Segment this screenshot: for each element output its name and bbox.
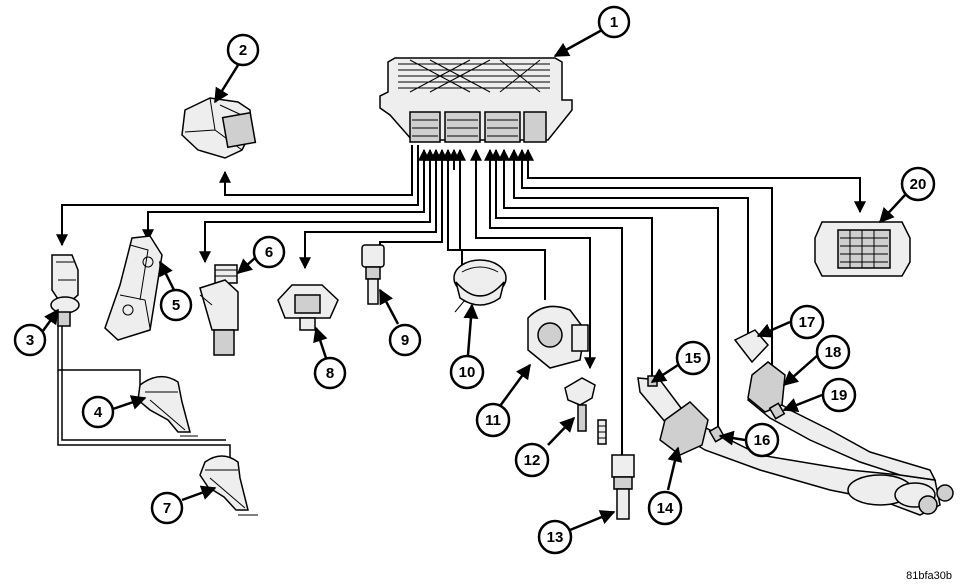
callout-20: 20 [900,166,936,202]
callout-19: 19 [821,377,857,413]
component-3 [50,254,80,327]
callout-18: 18 [815,334,851,370]
component-2 [181,97,257,159]
component-4 [137,376,198,437]
callout-3: 3 [13,323,47,357]
callout-label: 14 [657,500,674,517]
callout-5: 5 [159,288,193,322]
callout-6: 6 [252,235,286,269]
callout-17: 17 [789,304,825,340]
callout-11: 11 [475,402,511,438]
callout-12: 12 [514,442,550,478]
component-13 [611,454,635,520]
callout-label: 13 [547,529,564,546]
component-6 [199,264,239,356]
callout-13: 13 [537,519,573,555]
callout-leaders [38,28,906,532]
callout-14: 14 [647,490,683,526]
callout-4: 4 [81,395,115,429]
callout-label: 8 [326,365,334,382]
callout-label: 15 [685,350,702,367]
callout-15: 15 [675,340,711,376]
callout-9: 9 [388,323,422,357]
callout-label: 19 [831,387,848,404]
callout-label: 7 [163,500,171,517]
control-module [379,57,573,143]
component-9 [361,244,385,305]
callout-16: 16 [744,422,780,458]
callout-label: 2 [239,42,247,59]
component-5 [104,235,163,341]
component-8 [277,284,339,331]
callout-label: 18 [825,344,842,361]
callout-label: 17 [799,314,816,331]
figure-code: 81bfa30b [906,570,952,582]
callout-label: 9 [401,332,409,349]
callout-label: 10 [459,364,476,381]
callout-7: 7 [150,491,184,525]
callout-label: 16 [754,432,771,449]
component-10 [453,259,507,313]
callout-2: 2 [226,33,260,67]
callout-label: 12 [524,452,541,469]
component-12 [564,377,607,445]
callout-1: 1 [597,5,631,39]
callout-10: 10 [449,354,485,390]
callout-label: 5 [172,297,180,314]
callout-label: 20 [910,176,927,193]
exhaust-system [637,329,954,516]
callout-label: 11 [485,412,501,429]
component-7 [199,455,258,516]
connection-wires [56,145,866,460]
callout-8: 8 [313,356,347,390]
component-20 [814,221,911,277]
callout-label: 4 [94,404,103,421]
callout-label: 6 [265,244,273,261]
callouts: 1 2 3 4 5 6 7 8 9 10 11 12 13 14 15 16 1… [13,5,936,555]
callout-label: 3 [26,332,34,349]
callout-label: 1 [610,14,618,31]
component-11 [527,305,589,369]
